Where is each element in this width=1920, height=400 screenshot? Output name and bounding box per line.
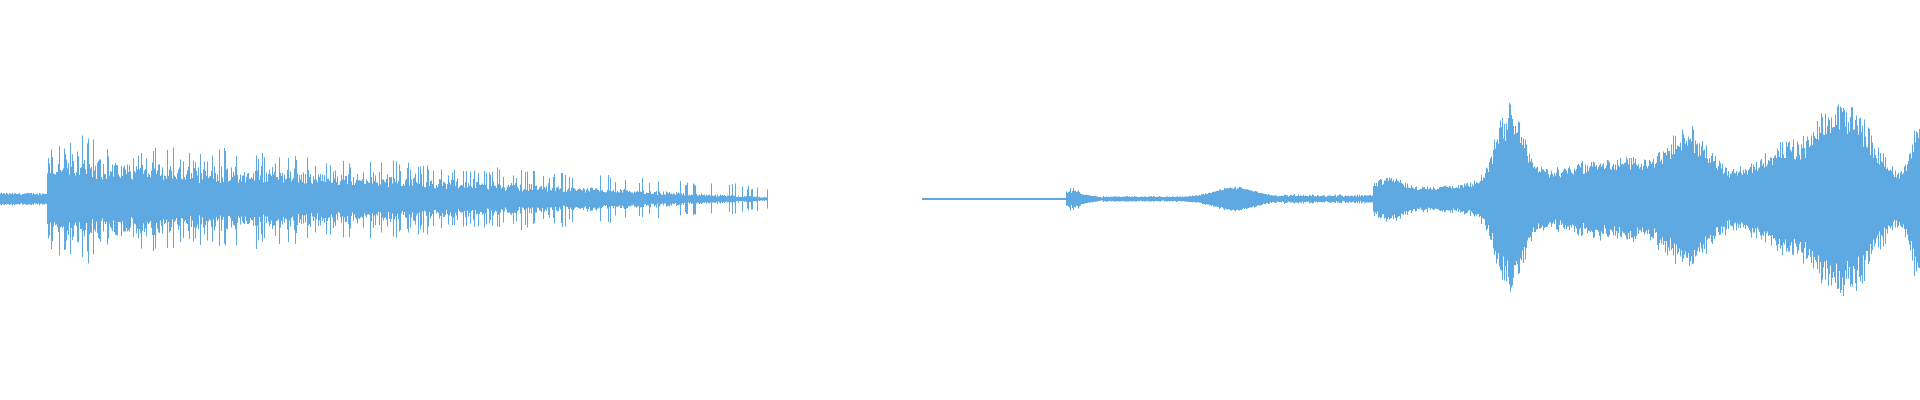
waveform-canvas bbox=[0, 103, 1920, 297]
audio-waveform bbox=[0, 103, 1920, 297]
